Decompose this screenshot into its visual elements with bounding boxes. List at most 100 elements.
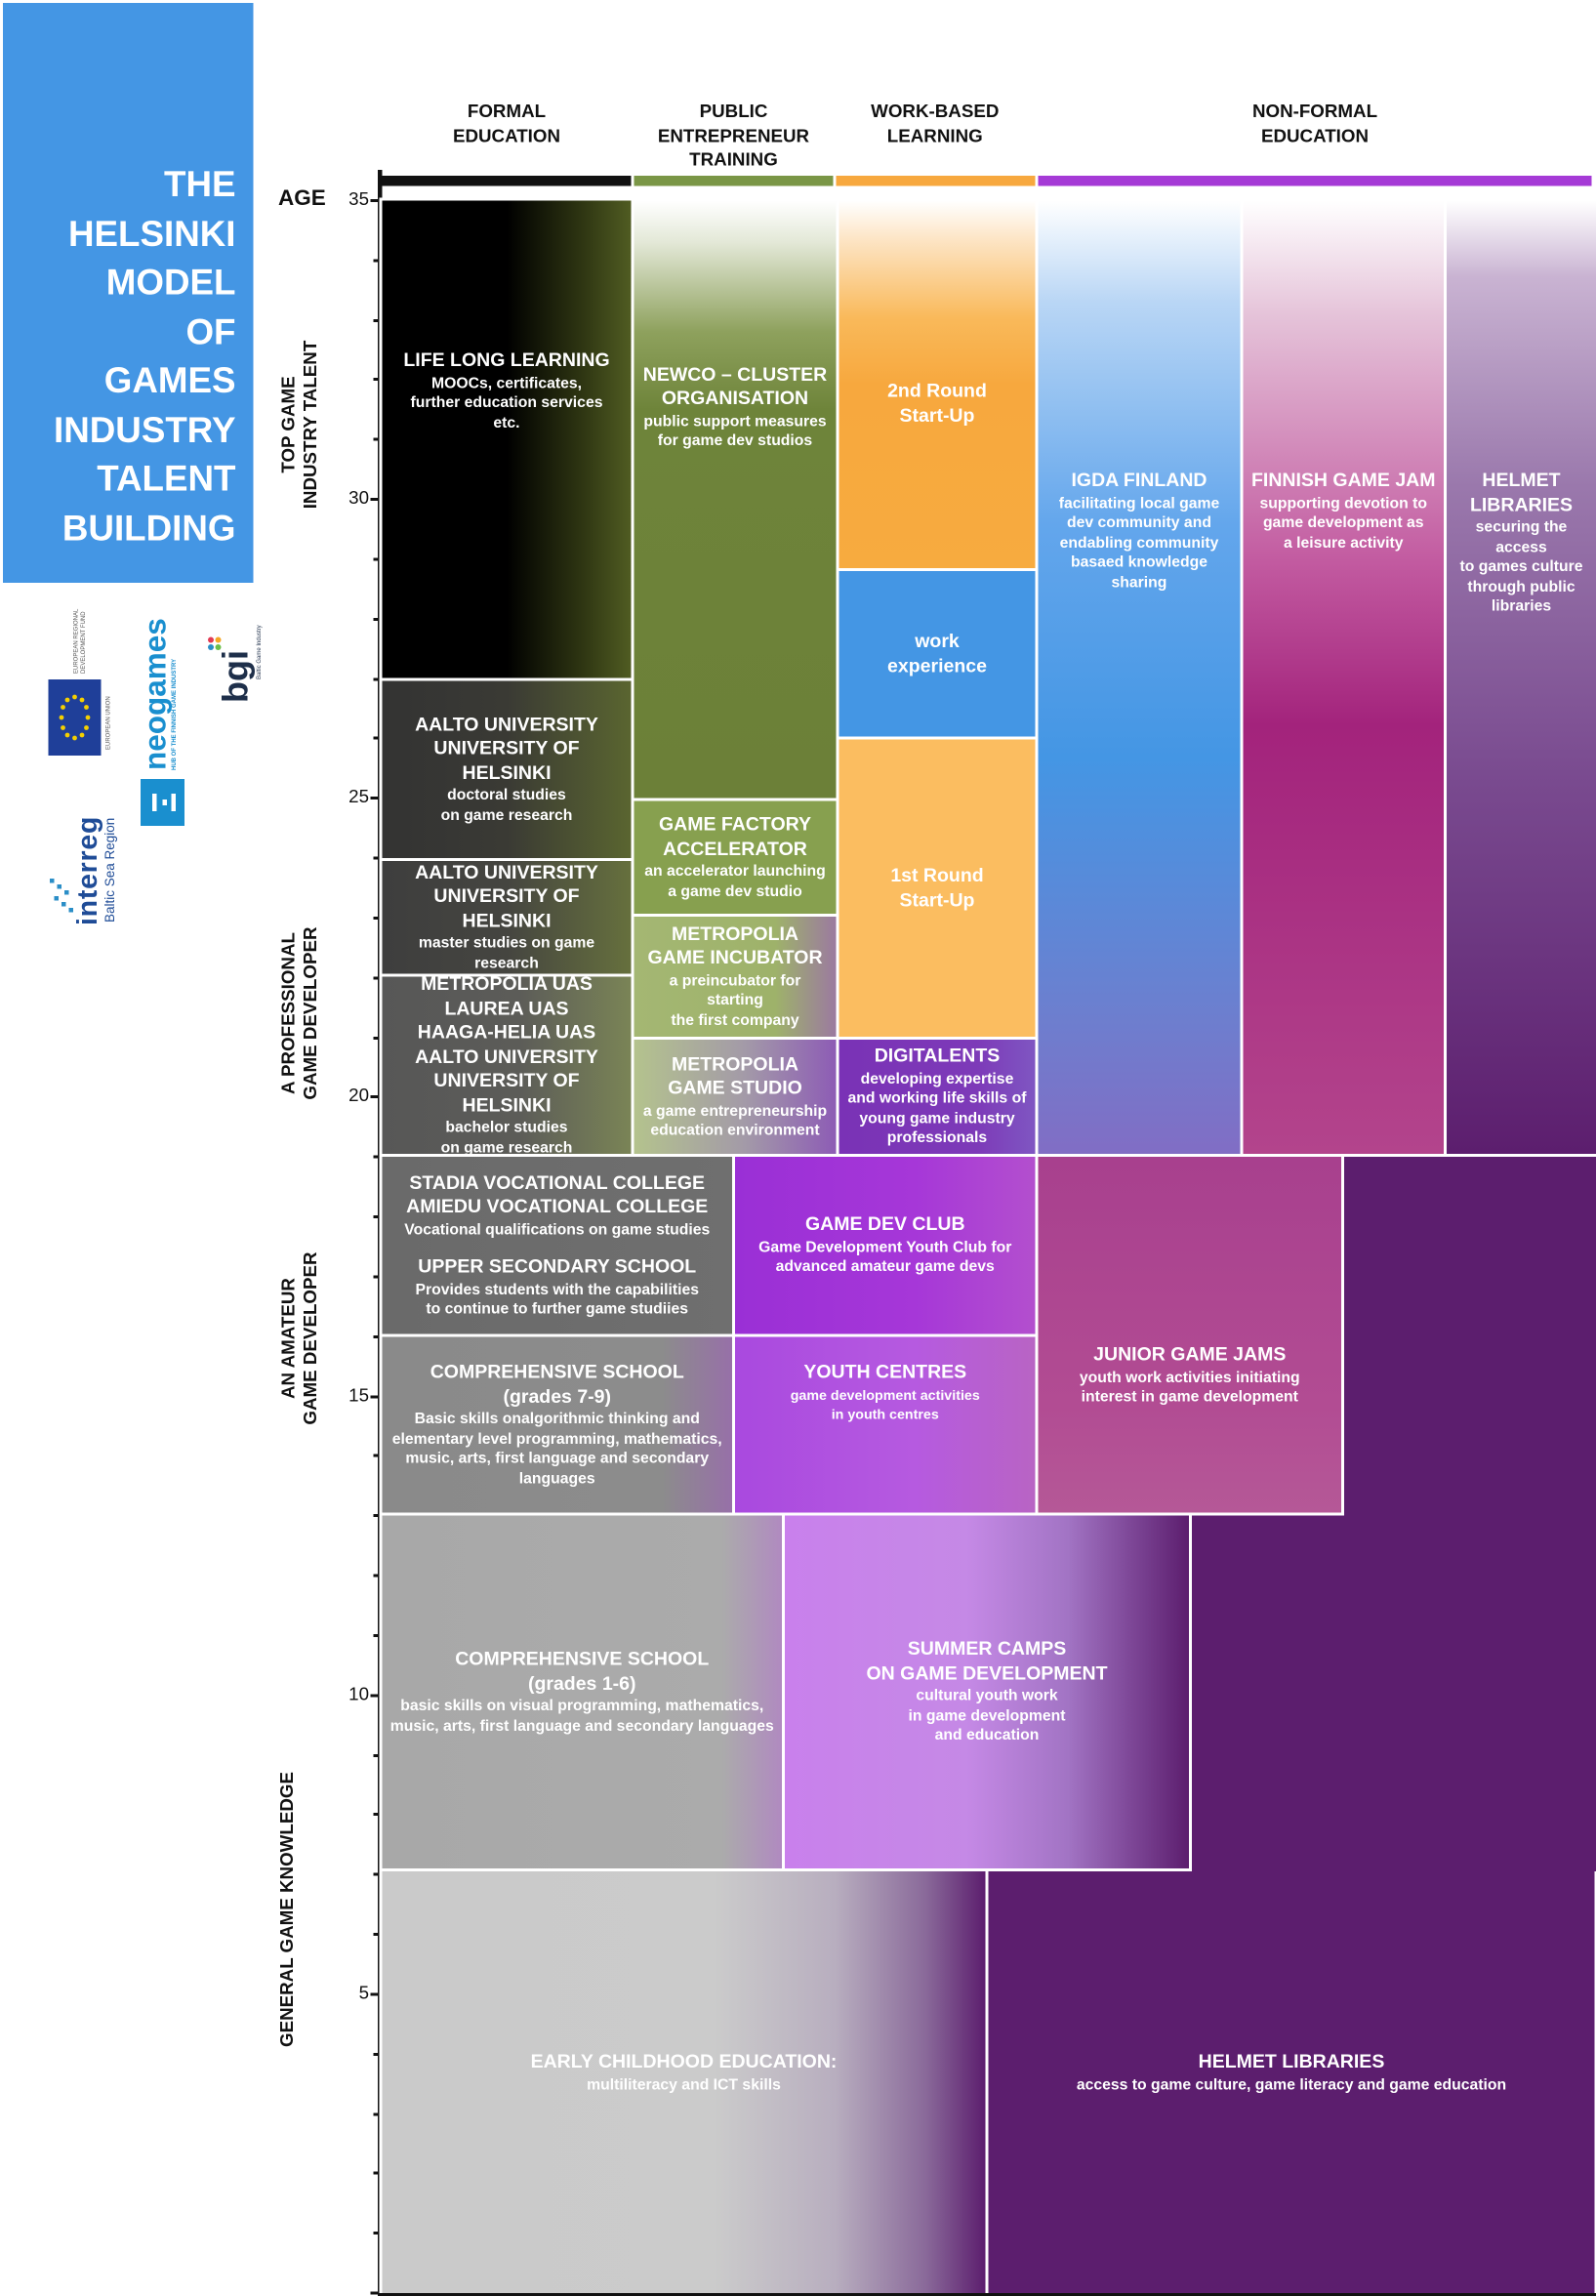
axis-tick [373, 856, 383, 860]
stage-label-text: A PROFESSIONAL GAME DEVELOPER [278, 926, 321, 1100]
axis-tick [370, 498, 383, 502]
axis-tick [370, 1694, 383, 1698]
axis-tick [373, 2112, 383, 2115]
box-igda-finland: IGDA FINLAND facilitating local game dev… [1035, 197, 1244, 1217]
box-title: GAME DEV CLUB [804, 1212, 965, 1235]
stage-label-general: GENERAL GAME KNOWLEDGE [277, 1756, 301, 2064]
box-title-secondary: UPPER SECONDARY SCHOOL [418, 1254, 697, 1278]
axis-tick-label: 20 [348, 1086, 369, 1107]
box-title: EARLY CHILDHOOD EDUCATION: [530, 2050, 838, 2072]
box-title: FINNISH GAME JAM [1250, 469, 1436, 491]
title-line: BUILDING [61, 509, 236, 549]
box-title: YOUTH CENTRES [803, 1360, 967, 1383]
box-desc: game development activities in youth cen… [790, 1387, 980, 1423]
box-early-childhood: EARLY CHILDHOOD EDUCATION: multiliteracy… [379, 1868, 989, 2296]
helmet-purple-area [1189, 1512, 1596, 1871]
box-title: STADIA VOCATIONAL COLLEGE AMIEDU VOCATIO… [406, 1170, 709, 1217]
category-work: WORK-BASED LEARNING [837, 100, 1035, 148]
axis-tick [370, 1095, 383, 1099]
category-label: FORMAL EDUCATION [452, 101, 561, 146]
bgi-logo: bgi Baltic Game Industry [205, 625, 271, 711]
title-line: THE [164, 165, 236, 206]
box-title: GAME FACTORY ACCELERATOR [658, 812, 811, 859]
category-public: PUBLIC ENTREPRENEUR TRAINING [634, 100, 834, 172]
category-formal: FORMAL EDUCATION [384, 100, 630, 148]
axis-tick [373, 737, 383, 741]
axis-tick [373, 1753, 383, 1757]
axis-tick [373, 617, 383, 621]
box-life-long-learning: LIFE LONG LEARNING MOOCs, certificates, … [379, 197, 634, 681]
box-desc: developing expertise and working life sk… [847, 1070, 1027, 1147]
eu-union-text: EUROPEAN UNION [103, 696, 112, 750]
category-label: WORK-BASED LEARNING [871, 101, 1000, 146]
axis-tick [370, 2291, 383, 2295]
box-helmet-libraries-bottom: HELMET LIBRARIES access to game culture,… [985, 1868, 1595, 2296]
box-title: COMPREHENSIVE SCHOOL (grades 1-6) [455, 1647, 710, 1694]
box-2nd-round-startup: 2nd Round Start-Up [836, 197, 1039, 571]
title-line: TALENT [97, 460, 236, 500]
title-line: HELSINKI [67, 214, 236, 255]
box-desc: an accelerator launching a game dev stud… [644, 862, 826, 900]
box-title: HELMET LIBRARIES [1469, 469, 1574, 515]
box-desc: bachelor studies on game research [440, 1119, 573, 1157]
box-metropolia-game-incubator: METROPOLIA GAME INCUBATOR a preincubator… [631, 914, 839, 1040]
helmet-purple-area [1341, 1154, 1596, 1516]
stage-label-amateur: AN AMATEUR GAME DEVELOPER [278, 1244, 325, 1434]
box-vocational-upper-secondary: STADIA VOCATIONAL COLLEGE AMIEDU VOCATIO… [379, 1154, 735, 1337]
stage-label-professional: A PROFESSIONAL GAME DEVELOPER [278, 889, 325, 1138]
box-finnish-game-jam: FINNISH GAME JAM supporting devotion to … [1240, 197, 1447, 1157]
box-newco-cluster-organisation: NEWCO – CLUSTER ORGANISATION public supp… [631, 197, 839, 801]
stage-label-text: AN AMATEUR GAME DEVELOPER [278, 1251, 321, 1425]
axis-tick [370, 1394, 383, 1398]
box-game-factory-accelerator: GAME FACTORY ACCELERATOR an accelerator … [631, 798, 839, 917]
box-1st-round-startup: 1st Round Start-Up [836, 736, 1039, 1040]
box-title: AALTO UNIVERSITY UNIVERSITY OF HELSINKI [415, 860, 598, 931]
category-label: PUBLIC ENTREPRENEUR TRAINING [657, 101, 810, 171]
box-desc: doctoral studies on game research [440, 786, 573, 825]
box-desc: supporting devotion to game development … [1259, 494, 1427, 552]
axis-tick [373, 1933, 383, 1937]
axis-tick [370, 797, 383, 800]
category-bar-nonformal [1038, 176, 1592, 186]
bgi-text: bgi [217, 650, 257, 703]
box-title: METROPOLIA GAME INCUBATOR [647, 922, 823, 968]
box-title: IGDA FINLAND [1071, 469, 1207, 491]
box-desc: cultural youth work in game development … [908, 1687, 1066, 1744]
page-title: THE HELSINKI MODEL OF GAMES INDUSTRY TAL… [0, 161, 236, 554]
axis-tick [373, 2171, 383, 2175]
axis-tick [373, 557, 383, 561]
bgi-subtext: Baltic Game Industry [255, 625, 263, 679]
axis-tick [373, 916, 383, 920]
axis-title: AGE [278, 185, 326, 212]
title-panel: THE HELSINKI MODEL OF GAMES INDUSTRY TAL… [3, 3, 254, 583]
title-line: MODEL [105, 264, 236, 304]
axis-tick-label: 25 [348, 786, 369, 807]
interreg-logo: interreg Baltic Sea Region [44, 761, 125, 930]
axis-tick [370, 1992, 383, 1996]
divider [379, 2293, 1596, 2296]
category-nonformal: NON-FORMAL EDUCATION [1039, 100, 1592, 148]
box-comprehensive-1-6: COMPREHENSIVE SCHOOL (grades 1-6) basic … [379, 1512, 785, 1871]
box-desc: youth work activities initiating interes… [1079, 1369, 1300, 1407]
category-bar-work [836, 176, 1036, 186]
box-game-dev-club: GAME DEV CLUB Game Development Youth Clu… [732, 1154, 1039, 1337]
box-title: AALTO UNIVERSITY UNIVERSITY OF HELSINKI [415, 713, 598, 784]
box-junior-game-jams: JUNIOR GAME JAMS youth work activities i… [1035, 1154, 1344, 1516]
title-line: OF [185, 312, 236, 352]
box-title: DIGITALENTS [874, 1044, 1001, 1067]
neogames-subtext: HUB OF THE FINNISH GAME INDUSTRY [170, 658, 178, 770]
axis-tick-label: 35 [348, 188, 369, 210]
box-title: 1st Round Start-Up [890, 864, 984, 911]
category-bar-public [634, 176, 834, 186]
neogames-logo: neogames HUB OF THE FINNISH GAME INDUSTR… [138, 615, 190, 835]
box-title: work experience [887, 630, 987, 676]
title-line: INDUSTRY [54, 410, 236, 451]
box-uas-bachelor: METROPOLIA UAS LAUREA UAS HAAGA-HELIA UA… [379, 973, 634, 1157]
box-comprehensive-7-9: COMPREHENSIVE SCHOOL (grades 7-9) Basic … [379, 1333, 735, 1516]
neogames-mark-icon [141, 779, 184, 826]
box-title: JUNIOR GAME JAMS [1093, 1342, 1287, 1366]
stage-label-top-talent: TOP GAME INDUSTRY TALENT [278, 308, 325, 542]
box-desc: Vocational qualifications on game studie… [404, 1220, 711, 1239]
axis-tick-label: 15 [348, 1384, 369, 1406]
axis-tick [373, 1813, 383, 1817]
